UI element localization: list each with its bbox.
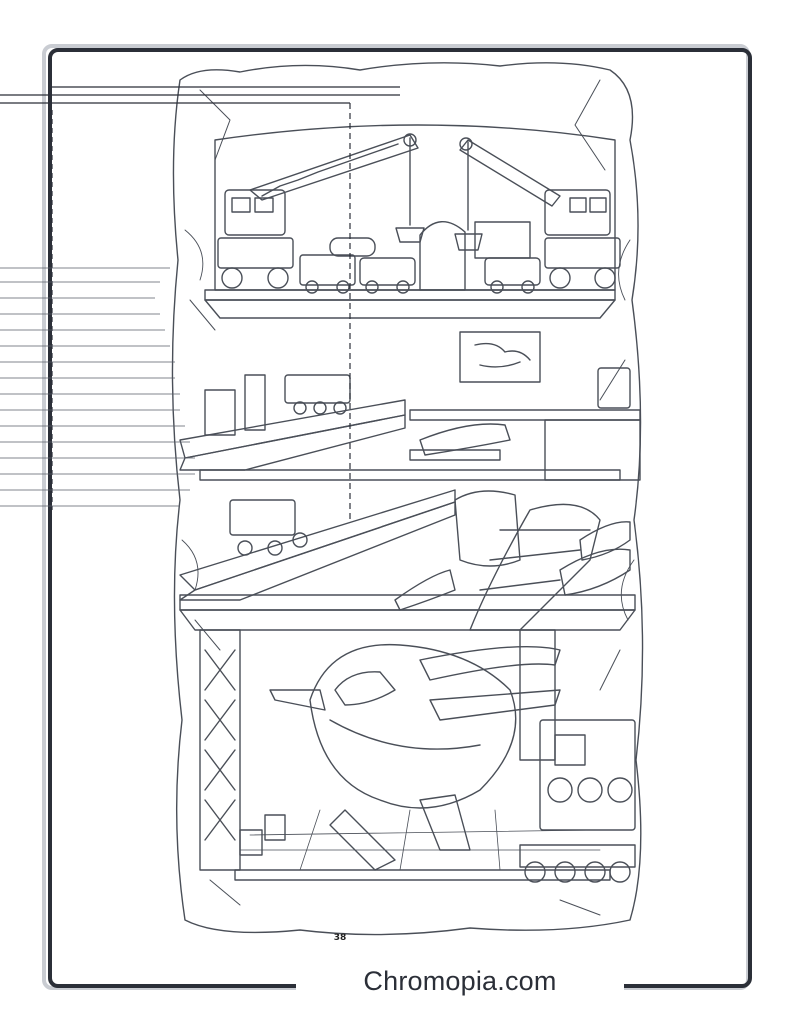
submarine — [454, 490, 601, 631]
crane-right — [454, 137, 621, 289]
cave-rock-outline — [171, 62, 644, 936]
airplane — [269, 643, 561, 871]
glitch-artifacts — [0, 86, 400, 520]
level-floors — [179, 289, 636, 881]
truck-top-1 — [299, 237, 376, 294]
footer-frame-gap — [296, 968, 624, 1000]
map-board — [459, 331, 541, 383]
missile-right — [559, 521, 631, 596]
crane-left — [217, 133, 425, 289]
heavy-truck — [519, 719, 636, 883]
train-car — [284, 374, 351, 415]
truck-top-3 — [484, 257, 541, 294]
crate-truck — [229, 499, 308, 556]
page-number: 38 — [333, 933, 347, 943]
missile-mid — [409, 423, 511, 461]
truck-top-2 — [359, 257, 416, 294]
brand-watermark[interactable]: Chromopia.com — [363, 966, 557, 996]
